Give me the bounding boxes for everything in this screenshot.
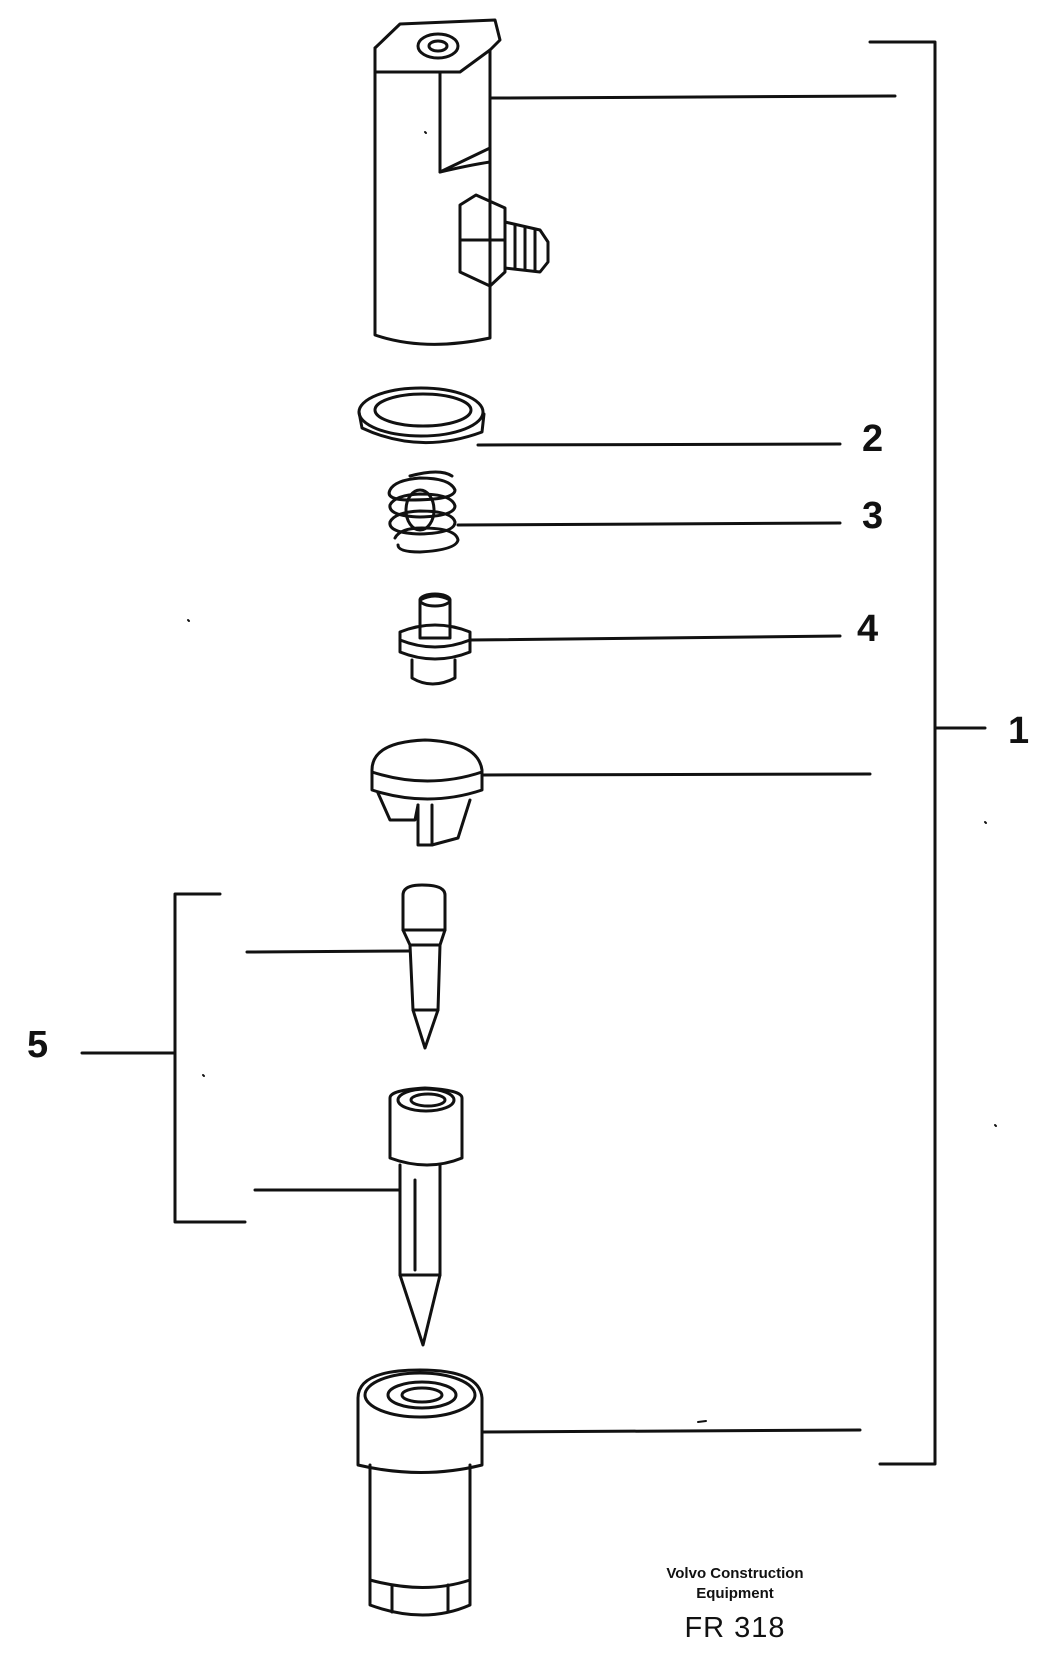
spacer-plate <box>372 740 482 845</box>
sealing-washer <box>359 388 484 443</box>
scan-specks <box>188 132 996 1422</box>
injector-holder-body <box>375 20 548 344</box>
leader-line-spacer <box>482 774 870 775</box>
leader-line-3 <box>458 523 840 525</box>
callout-label-5: 5 <box>27 1024 49 1066</box>
leader-line-body <box>505 96 895 98</box>
figure-code: FR 318 <box>684 1612 786 1644</box>
company-name-line1: Volvo Construction <box>666 1565 804 1582</box>
nozzle-body <box>390 1088 462 1345</box>
bracket-item-1 <box>870 42 985 1464</box>
nozzle-needle <box>403 885 445 1048</box>
leader-line-4 <box>470 636 840 640</box>
nozzle-retaining-nut <box>358 1370 482 1615</box>
callout-label-4: 4 <box>857 608 879 650</box>
callout-label-1: 1 <box>1008 710 1030 752</box>
callout-label-2: 2 <box>862 418 884 460</box>
spring <box>389 472 458 552</box>
bracket-item-5 <box>82 894 245 1222</box>
leader-line-nut <box>482 1430 860 1432</box>
leader-line-2 <box>478 444 840 445</box>
callout-label-3: 3 <box>862 495 884 537</box>
leader-line-5a <box>247 951 410 952</box>
company-name-line2: Equipment <box>696 1585 774 1602</box>
thrust-pin <box>400 594 470 684</box>
